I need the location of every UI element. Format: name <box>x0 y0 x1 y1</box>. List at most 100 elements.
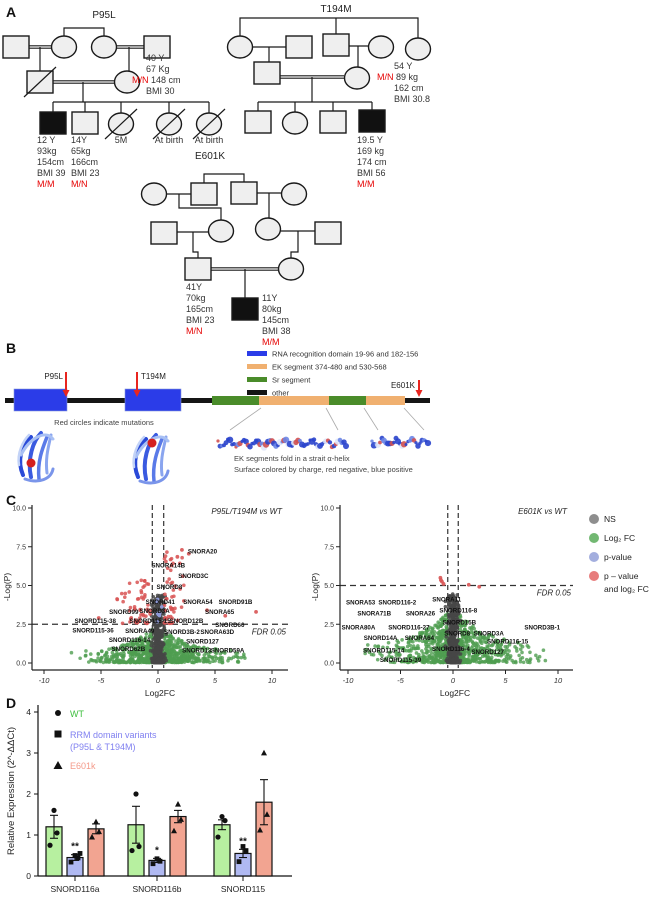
point <box>213 654 218 659</box>
point <box>436 624 441 629</box>
point <box>518 647 523 651</box>
point <box>155 611 160 616</box>
point <box>419 632 424 637</box>
helix-surface-dot <box>226 436 234 444</box>
point <box>146 620 150 625</box>
point <box>461 647 466 652</box>
point <box>458 615 463 619</box>
point <box>178 561 182 566</box>
helix-surface-dot <box>404 443 408 447</box>
point <box>149 603 154 607</box>
plot-title: E601K vs WT <box>518 507 568 516</box>
relationship-line <box>192 232 199 258</box>
pedigree-male <box>253 61 281 85</box>
rrm-ribbon-structure <box>132 433 170 485</box>
point <box>487 647 492 652</box>
point <box>510 658 514 663</box>
point <box>447 597 452 602</box>
point <box>175 554 180 559</box>
point <box>167 621 171 625</box>
point <box>186 659 191 664</box>
point <box>439 617 444 621</box>
point <box>139 595 144 600</box>
point <box>154 625 159 629</box>
pedigree-male <box>184 257 212 281</box>
point <box>127 659 132 663</box>
point <box>433 623 437 628</box>
point <box>520 655 525 660</box>
point <box>163 652 167 656</box>
ribbon-strand <box>132 435 146 469</box>
pedigree-annotation-line: BMI 39 <box>37 168 66 178</box>
point <box>469 648 473 653</box>
pedigree-female <box>277 257 305 281</box>
point <box>526 645 531 649</box>
y-tick-label: 0.0 <box>324 661 334 668</box>
point <box>146 582 151 587</box>
point <box>173 644 178 648</box>
point <box>402 648 407 653</box>
point <box>455 616 459 620</box>
point <box>388 660 393 664</box>
x-tick-label: 0 <box>451 676 456 685</box>
mutation-label: T194M <box>141 372 166 381</box>
gene-label: SNORD116-14 <box>109 637 151 644</box>
relationship-line <box>239 17 419 38</box>
pedigree-annotation-line: 67 Kg <box>146 64 170 74</box>
pedigree-annotation-line: 41Y <box>186 282 202 292</box>
point <box>493 652 498 657</box>
point <box>424 644 429 649</box>
point <box>448 617 452 622</box>
legend-label-e601k: E601k <box>70 761 96 771</box>
point <box>110 646 114 651</box>
point <box>191 656 195 661</box>
pedigree-male <box>2 35 30 59</box>
data-point-triangle <box>261 749 267 756</box>
point <box>521 660 526 665</box>
gene-label: SNORA63D <box>200 629 234 636</box>
point <box>411 635 415 639</box>
pedigree-annotation-line: 165cm <box>186 304 213 314</box>
data-point-square <box>243 848 249 853</box>
point <box>405 644 410 649</box>
point <box>451 626 455 631</box>
fdr-label: FDR 0.05 <box>252 627 287 636</box>
domain-legend-swatch <box>247 364 267 369</box>
point <box>98 659 103 664</box>
point <box>128 653 133 658</box>
point <box>446 621 450 625</box>
point <box>190 660 195 665</box>
point <box>204 651 208 655</box>
pedigree-title: P95L <box>92 10 116 21</box>
point <box>137 660 141 664</box>
point <box>172 594 176 599</box>
point <box>454 656 459 660</box>
point <box>120 647 125 652</box>
point <box>176 618 180 623</box>
gene-label: SNORD115-14 <box>363 648 405 655</box>
gene-label: SNORD115-39 <box>380 657 422 664</box>
data-point-circle <box>129 847 135 854</box>
point <box>446 605 451 610</box>
point <box>414 651 419 655</box>
point <box>505 644 510 649</box>
pedigree-annotation-line: BMI 56 <box>357 168 386 178</box>
x-category-label: SNORD116a <box>51 884 100 894</box>
point <box>429 660 433 665</box>
ek-helix-structure <box>216 436 350 451</box>
gene-label: SNORD59A <box>211 648 245 655</box>
point <box>518 659 523 664</box>
point <box>96 616 101 620</box>
point <box>172 610 176 614</box>
point <box>434 657 439 662</box>
gene-label: SNORD116-15 <box>487 638 529 645</box>
panel-label-b: B <box>6 340 17 356</box>
point <box>468 659 473 664</box>
point <box>169 563 174 568</box>
gene-label: SNORA53 <box>346 600 376 607</box>
point <box>186 551 191 556</box>
point <box>443 604 448 609</box>
point <box>130 642 135 647</box>
point <box>416 646 421 651</box>
point <box>222 650 227 654</box>
